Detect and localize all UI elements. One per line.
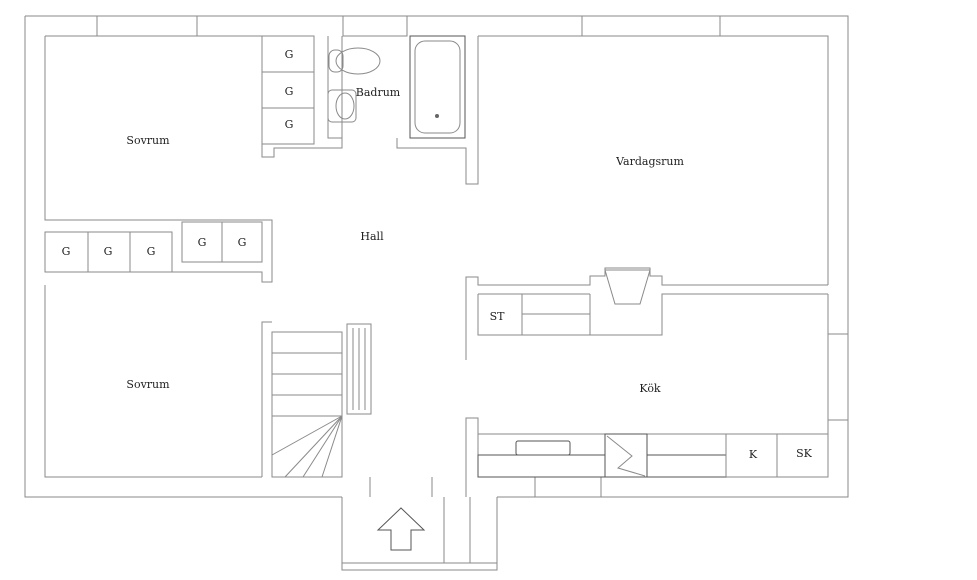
- bathroom: [327, 35, 479, 185]
- closet-label: G: [147, 245, 156, 258]
- room-label-hall: Hall: [360, 230, 384, 243]
- closet-label: G: [238, 236, 247, 249]
- entrance[interactable]: [341, 497, 498, 571]
- closet-label: G: [104, 245, 113, 258]
- closet-label: G: [62, 245, 71, 258]
- closet-label: G: [285, 85, 294, 98]
- windows: [96, 15, 849, 498]
- freezer-label: SK: [796, 447, 813, 460]
- staircase: [271, 323, 372, 478]
- sink-icon: [327, 89, 357, 123]
- fridge-label: K: [749, 448, 758, 461]
- room-label-bedroom-top: Sovrum: [126, 134, 170, 147]
- closet-label: G: [285, 48, 294, 61]
- kitchen-walls: [465, 267, 829, 497]
- entrance-arrow-icon: [376, 507, 426, 551]
- room-label-kitchen: Kök: [639, 382, 661, 395]
- closet-label: G: [285, 118, 294, 131]
- room-label-bathroom: Badrum: [356, 86, 401, 99]
- room-label-bedroom-bottom: Sovrum: [126, 378, 170, 391]
- bedroom-closet: [261, 35, 343, 158]
- toilet-icon: [335, 47, 381, 75]
- bathtub: [409, 35, 466, 139]
- fireplace-icon: [604, 269, 651, 305]
- storage-label: ST: [490, 310, 506, 323]
- room-label-living-room: Vardagsrum: [615, 155, 684, 168]
- hall-closets: [44, 219, 273, 283]
- kitchen-sink-icon: [515, 440, 571, 456]
- drain-icon: [435, 114, 439, 118]
- closet-label: G: [198, 236, 207, 249]
- radiator-icon: [346, 323, 372, 415]
